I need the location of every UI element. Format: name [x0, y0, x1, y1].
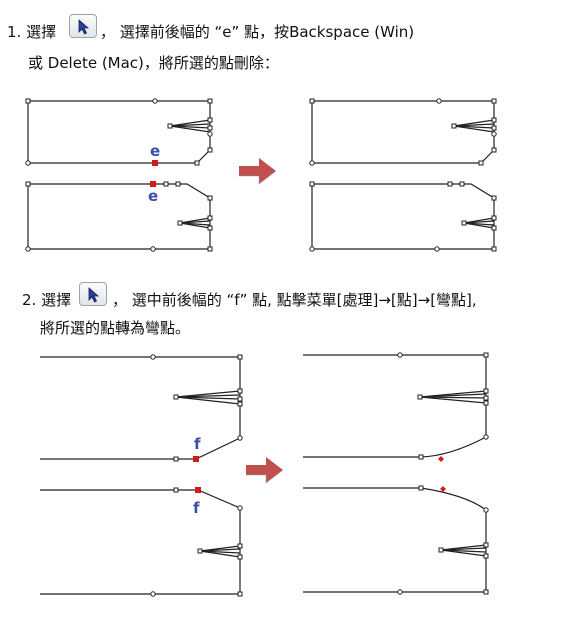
step1-before-bottom-piece: e: [25, 181, 213, 252]
selected-point-e-bottom: [150, 181, 156, 187]
selected-point-f-top: [193, 456, 199, 462]
step1-line1: 1. 選擇: [7, 22, 56, 42]
arrow-select-icon: [88, 287, 100, 303]
step2-line1: 2. 選擇: [22, 290, 71, 310]
label-f-top: f: [194, 435, 201, 453]
curve-point-f-bottom: [440, 486, 446, 492]
step2-after-top-piece: [303, 352, 489, 462]
step2-before-top-piece: f: [40, 354, 243, 462]
step1-select-word: 選擇: [26, 23, 57, 41]
step2-after-bottom-piece: [303, 485, 489, 595]
curve-point-f-top: [438, 456, 444, 462]
step2-text-a: ， 選中前後幅的 “f” 點, 點擊菜單[處理]→[點]→[彎點],: [112, 291, 477, 309]
step1-after-bottom-piece: [309, 181, 497, 252]
step2-select-word: 選擇: [41, 291, 72, 309]
label-f-bottom: f: [193, 499, 200, 517]
step1-number: 1.: [7, 23, 22, 41]
right-arrow-icon: [239, 158, 277, 186]
step2-text-b: 將所選的點轉為彎點。: [40, 319, 191, 337]
step1-text-b: 或 Delete (Mac)，將所選的點刪除：: [28, 54, 279, 72]
step1-after-top-piece: [309, 98, 497, 166]
step1-text-a: ， 選擇前後幅的 “e” 點，按Backspace (Win): [100, 23, 415, 41]
step2-number: 2.: [22, 291, 37, 309]
step1-before-top-piece: e: [25, 98, 213, 166]
selected-point-f-bottom: [195, 487, 201, 493]
label-e-bottom: e: [148, 187, 158, 205]
select-tool-button-1[interactable]: [69, 14, 97, 38]
arrow-select-icon: [78, 19, 90, 35]
select-tool-button-2[interactable]: [79, 282, 107, 306]
right-arrow-icon: [246, 457, 284, 485]
label-e-top: e: [150, 142, 160, 160]
step2-before-bottom-piece: f: [40, 487, 243, 597]
selected-point-e-top: [152, 160, 158, 166]
